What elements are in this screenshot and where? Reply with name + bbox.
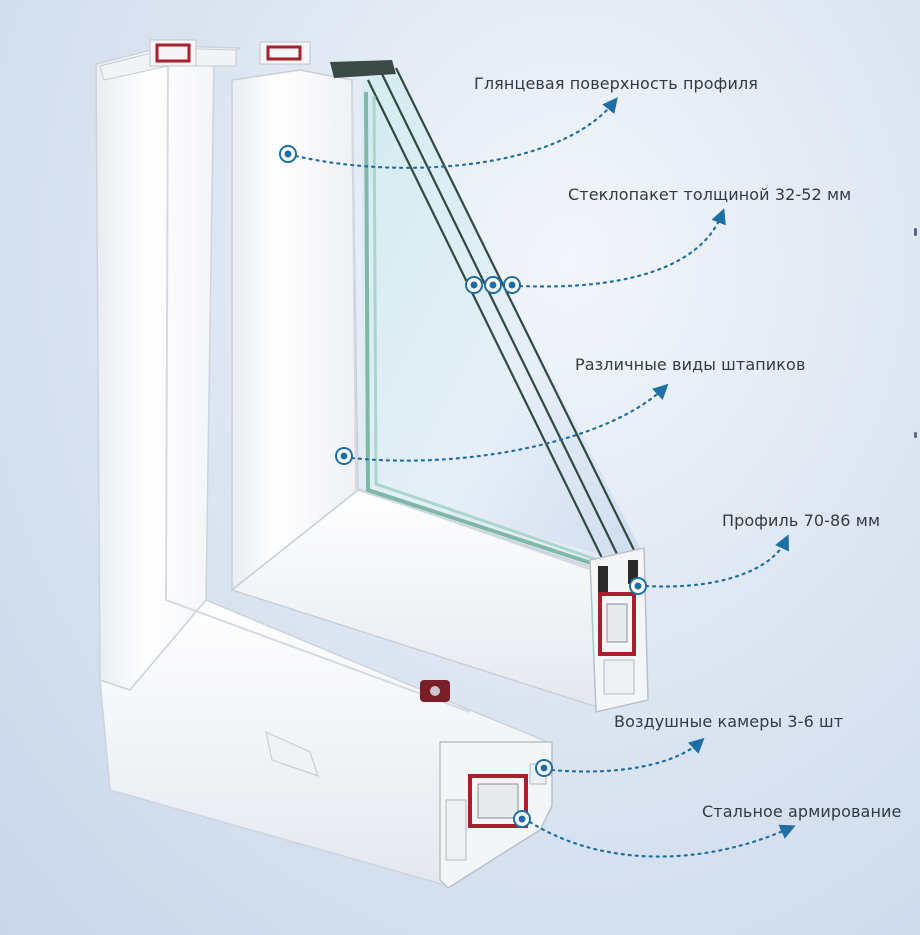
pointer-bead xyxy=(350,383,669,462)
sash-frame xyxy=(230,69,601,710)
pointer-profile xyxy=(644,534,790,588)
sash-cross-section xyxy=(589,547,649,713)
dot-chambers xyxy=(535,759,553,777)
dot-glass-3 xyxy=(503,276,521,294)
dot-bead xyxy=(335,447,353,465)
lock-keeper xyxy=(420,680,450,702)
frame-cross-section xyxy=(439,741,553,889)
pointer-chambers xyxy=(550,737,705,773)
callout-pointers xyxy=(294,97,796,858)
drainage-slot xyxy=(265,730,319,777)
dot-glass-1 xyxy=(465,276,483,294)
label-steel-reinforcement: Стальное армирование xyxy=(702,802,902,821)
dot-profile xyxy=(629,577,647,595)
label-air-chambers: Воздушные камеры 3-6 шт xyxy=(614,712,844,731)
outer-frame-top-section xyxy=(149,39,311,67)
pointer-glass xyxy=(518,208,726,288)
label-profile-width: Профиль 70-86 мм xyxy=(722,511,881,530)
label-glazing-beads: Различные виды штапиков xyxy=(575,355,806,374)
dot-gloss xyxy=(279,145,297,163)
callout-dots xyxy=(279,145,647,828)
label-glass-unit: Стеклопакет толщиной 32-52 мм xyxy=(568,185,852,204)
dot-glass-2 xyxy=(484,276,502,294)
label-gloss-surface: Глянцевая поверхность профиля xyxy=(474,74,759,93)
pointer-gloss xyxy=(294,97,618,169)
dot-steel xyxy=(513,810,531,828)
glass-unit xyxy=(330,60,640,568)
pointer-steel xyxy=(528,820,796,858)
edge-mark-top xyxy=(914,228,917,236)
edge-mark-mid xyxy=(914,432,917,438)
outer-frame xyxy=(95,45,549,886)
